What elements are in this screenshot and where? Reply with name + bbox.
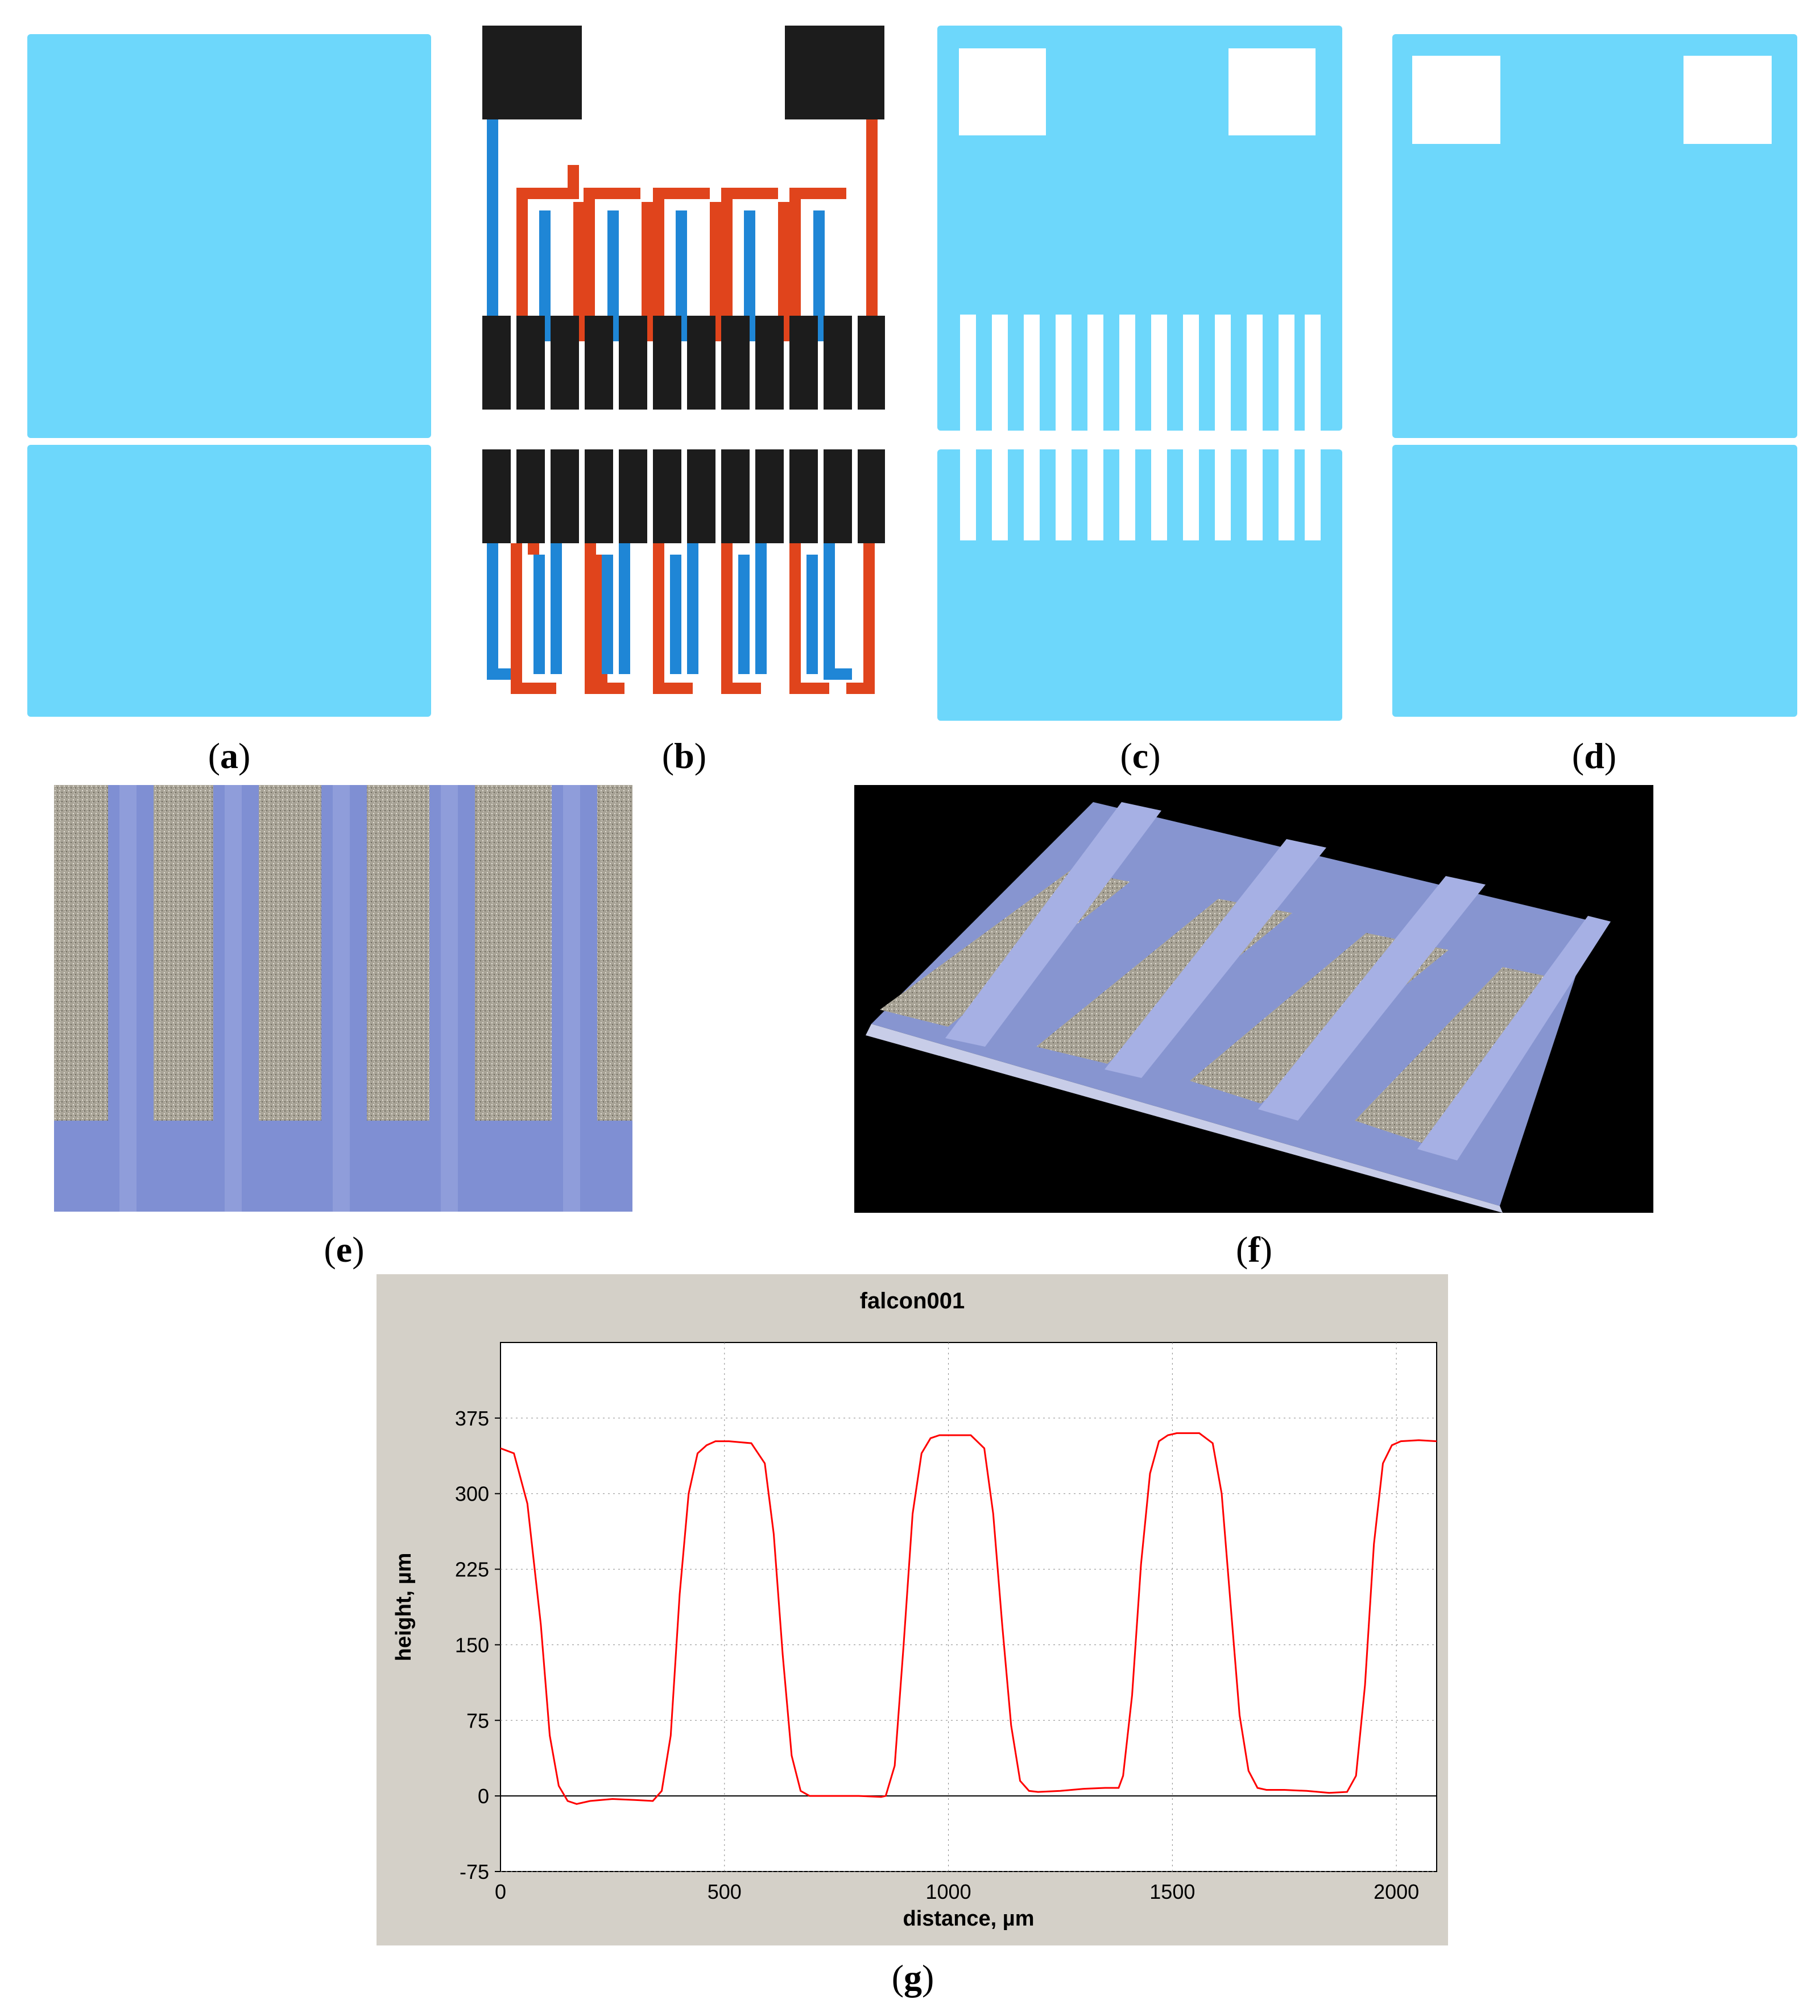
profile-chart: falcon001 0 500 1000 1500 2000 -75 0 75 150 225 30… (392, 1288, 1437, 1931)
y-tick-label: 0 (478, 1784, 489, 1808)
x-tick-label: 0 (495, 1880, 506, 1903)
y-tick-label: 375 (455, 1407, 489, 1430)
y-tick-label: -75 (460, 1860, 489, 1883)
caption-g: (g) (891, 1957, 934, 1998)
contact-pad-right (785, 26, 884, 119)
panel-d (1392, 34, 1797, 717)
series-line-falcon001 (500, 1432, 1437, 1805)
caption-e: (e) (324, 1229, 365, 1270)
x-axis-label: distance, µm (903, 1907, 1035, 1931)
feed-line-blue (487, 119, 498, 341)
x-tick-label: 500 (708, 1880, 742, 1903)
3d-surface-illustration (866, 802, 1611, 1213)
panel-c (937, 26, 1342, 721)
upper-meander-electrodes (516, 165, 846, 341)
y-tick-label: 225 (455, 1558, 489, 1581)
upper-pad-row (482, 316, 886, 410)
micrograph-top-view (54, 785, 632, 1212)
y-tick-label: 300 (455, 1482, 489, 1506)
upper-red-meander (516, 165, 579, 341)
chart-title: falcon001 (860, 1288, 965, 1313)
mask-bottom-part (27, 445, 431, 717)
pad-window-right (1228, 48, 1316, 135)
pad-window-right (1684, 56, 1772, 144)
plot-area (500, 1342, 1437, 1872)
lower-meander-electrodes (487, 543, 875, 694)
caption-d: (d) (1571, 736, 1617, 776)
caption-b: (b) (661, 736, 707, 776)
mask-top-part (1392, 34, 1797, 438)
slot-row-upper (960, 315, 1324, 431)
mask-top-part (937, 26, 1342, 431)
caption-a: (a) (208, 736, 251, 776)
slot-row-lower (960, 449, 1324, 540)
mask-top-part (27, 34, 431, 438)
x-tick-label: 1500 (1149, 1880, 1195, 1903)
pad-window-left (1412, 56, 1500, 144)
panel-b (482, 26, 886, 694)
pad-window-left (959, 48, 1046, 135)
caption-f: (f) (1236, 1229, 1272, 1270)
mask-bottom-part (1392, 445, 1797, 717)
grid-lines (500, 1342, 1437, 1872)
contact-pad-left (482, 26, 582, 119)
caption-c: (c) (1120, 736, 1161, 776)
profile-chart-panel: falcon001 0 500 1000 1500 2000 -75 0 75 150 225 30… (377, 1274, 1448, 1945)
micrograph-illustration (54, 785, 632, 1212)
axis-ticks: 0 500 1000 1500 2000 -75 0 75 150 225 300 375 (455, 1407, 1419, 1903)
y-axis-label: height, µm (392, 1553, 416, 1662)
lower-pad-row (482, 449, 886, 543)
x-tick-label: 1000 (926, 1880, 971, 1903)
y-tick-label: 150 (455, 1633, 489, 1656)
mask-bottom-part (937, 449, 1342, 721)
y-tick-label: 75 (466, 1709, 489, 1732)
feed-line-red (866, 119, 878, 341)
panel-a (27, 34, 431, 717)
x-tick-label: 2000 (1374, 1880, 1419, 1903)
3d-profile-view (854, 785, 1653, 1213)
